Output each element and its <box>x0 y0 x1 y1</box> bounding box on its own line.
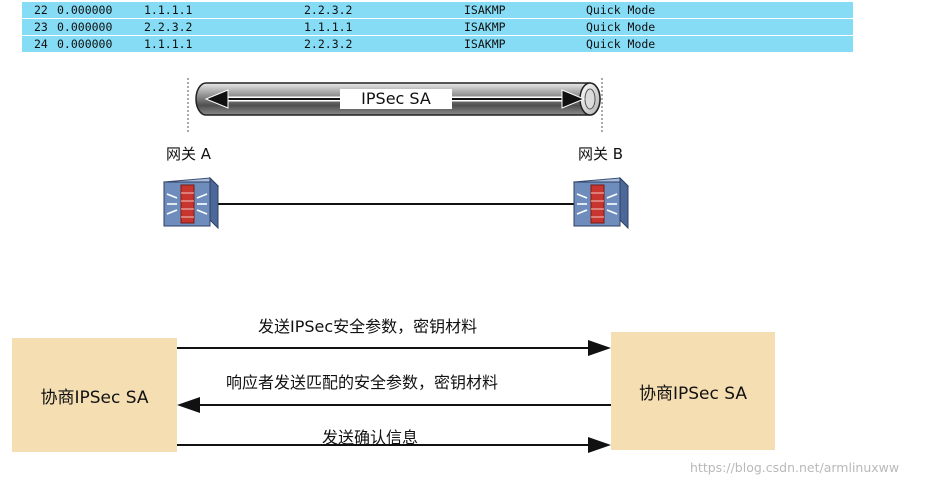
packet-protocol: ISAKMP <box>464 3 506 17</box>
message-label: 响应者发送匹配的安全参数，密钥材料 <box>226 373 499 392</box>
packet-time: 0.000000 <box>57 37 113 51</box>
packet-protocol: ISAKMP <box>464 20 506 34</box>
table-row[interactable]: 24 0.000000 1.1.1.1 2.2.3.2 ISAKMP Quick… <box>22 36 853 52</box>
table-row[interactable]: 23 0.000000 2.2.3.2 1.1.1.1 ISAKMP Quick… <box>22 19 853 35</box>
packet-source: 1.1.1.1 <box>144 3 193 17</box>
packet-table: 22 0.000000 1.1.1.1 2.2.3.2 ISAKMP Quick… <box>22 2 853 53</box>
gateway-b-label: 网关 B <box>578 145 624 163</box>
packet-time: 0.000000 <box>57 20 113 34</box>
initiator-box-label: 协商IPSec SA <box>40 387 149 408</box>
packet-destination: 1.1.1.1 <box>304 20 353 34</box>
tunnel-label: IPSec SA <box>340 89 452 109</box>
arrow-right-icon <box>177 340 611 356</box>
packet-destination: 2.2.3.2 <box>304 37 353 51</box>
responder-box: 协商IPSec SA <box>611 332 775 450</box>
arrow-left-icon <box>177 397 611 413</box>
responder-box-label: 协商IPSec SA <box>638 383 747 404</box>
packet-info: Quick Mode <box>586 20 656 34</box>
table-row[interactable]: 22 0.000000 1.1.1.1 2.2.3.2 ISAKMP Quick… <box>22 2 853 18</box>
message-label: 发送IPSec安全参数，密钥材料 <box>258 317 478 336</box>
packet-info: Quick Mode <box>586 3 656 17</box>
tunnel-diagram <box>187 78 603 205</box>
packet-source: 1.1.1.1 <box>144 37 193 51</box>
gateway-a-label: 网关 A <box>166 145 212 163</box>
packet-source: 2.2.3.2 <box>144 20 193 34</box>
packet-info: Quick Mode <box>586 37 656 51</box>
firewall-icon[interactable] <box>570 174 632 232</box>
packet-protocol: ISAKMP <box>464 37 506 51</box>
packet-destination: 2.2.3.2 <box>304 3 353 17</box>
message-label: 发送确认信息 <box>322 428 419 447</box>
packet-no: 24 <box>34 37 48 51</box>
packet-no: 22 <box>34 3 48 17</box>
packet-time: 0.000000 <box>57 3 113 17</box>
packet-no: 23 <box>34 20 48 34</box>
initiator-box: 协商IPSec SA <box>12 338 177 452</box>
watermark: https://blog.csdn.net/armlinuxww <box>690 460 900 475</box>
firewall-icon[interactable] <box>160 174 222 232</box>
